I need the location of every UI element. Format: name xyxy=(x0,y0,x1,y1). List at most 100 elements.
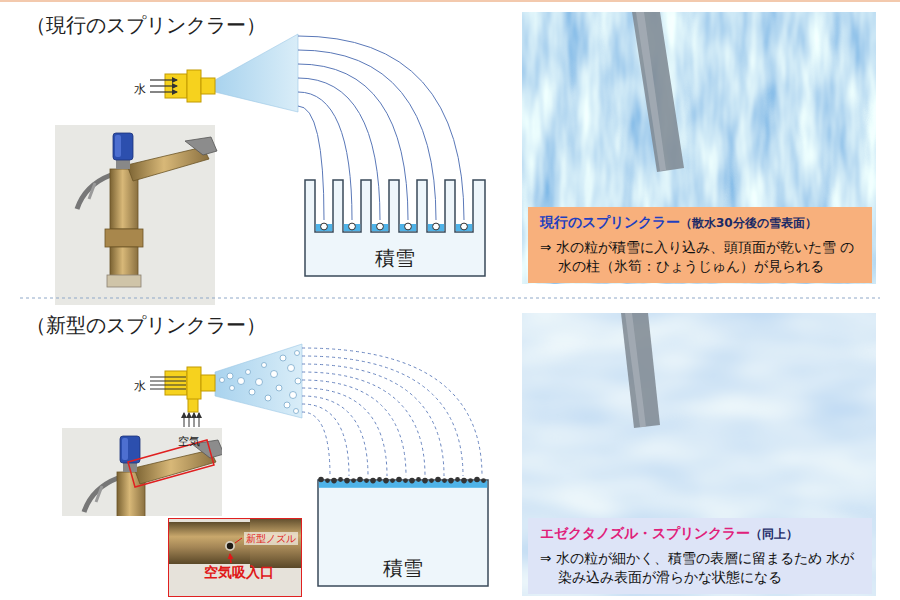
fine-drop xyxy=(338,477,343,482)
fine-drop xyxy=(344,478,350,484)
label-slot: 水 xyxy=(134,78,146,97)
fine-spray-arcs-part xyxy=(302,412,330,476)
water-pool xyxy=(428,224,444,231)
divider xyxy=(20,298,880,299)
fine-drop xyxy=(455,477,460,482)
fine-drop xyxy=(474,477,480,483)
water-drop xyxy=(377,223,384,230)
current-nozzle-figure-part xyxy=(215,34,298,112)
snow-block-outline xyxy=(318,480,488,586)
snow-photo xyxy=(522,12,876,284)
ejector-nozzle-figure-part-part xyxy=(294,409,299,414)
water-drop xyxy=(405,223,412,230)
fine-drop xyxy=(318,477,324,483)
nozzle-closeup-photo-part xyxy=(168,518,302,597)
fine-spray-arcs-part xyxy=(302,348,482,476)
ejector-nozzle-figure-part-part xyxy=(249,389,255,395)
snow-box: 積雪 xyxy=(318,480,488,586)
ejector-nozzle-figure-part xyxy=(165,371,187,395)
sprinkler-photo-part xyxy=(84,436,222,516)
fine-drop xyxy=(331,478,337,484)
fine-drop xyxy=(416,477,421,482)
inset-photo-frame: 新型ノズル空気吸入口 xyxy=(168,518,302,597)
node-text: 空気吸入口 xyxy=(204,564,274,581)
fine-drop xyxy=(370,478,376,484)
water-pool xyxy=(344,224,360,231)
node-text: （散水30分後の雪表面） xyxy=(680,216,817,230)
ejector-nozzle-figure-part-part xyxy=(276,385,282,391)
node-text: ⇒ 水の粒が細かく、積雪の表層に留まるため 水が染み込み表面が滑らかな状態になる xyxy=(540,549,862,588)
ejector-nozzle-figure-part-part xyxy=(280,355,286,361)
water-drop xyxy=(349,223,356,230)
ejector-nozzle-figure-part xyxy=(150,381,186,382)
ejector-nozzle-figure-part xyxy=(194,413,195,427)
sprinkler-photo-part-part xyxy=(84,436,222,516)
fine-drop xyxy=(468,478,473,483)
node-text: 積雪 xyxy=(383,556,423,580)
ejector-nozzle-figure-part xyxy=(184,413,185,427)
fine-drop xyxy=(403,478,408,483)
ejector-nozzle-figure-part xyxy=(199,413,200,427)
flow-label: 空気 xyxy=(178,435,200,448)
fine-drop xyxy=(325,478,330,483)
fine-spray-arcs-part xyxy=(302,356,463,476)
spray-arcs xyxy=(298,36,464,220)
water-pool xyxy=(400,224,416,231)
fine-spray-arcs-part xyxy=(302,388,387,476)
current-nozzle-figure-part xyxy=(150,79,177,80)
ejector-nozzle-figure-part xyxy=(150,377,186,378)
water-pool xyxy=(372,224,388,231)
ejector-nozzle-figure-part-part xyxy=(227,373,233,379)
snow-photo-part xyxy=(522,12,876,284)
nozzle-closeup-photo-part xyxy=(235,538,242,543)
nozzle-closeup-photo-part xyxy=(227,543,233,549)
ejector-nozzle-figure-part-part xyxy=(295,378,301,384)
snow-photo-part xyxy=(636,12,666,171)
current-nozzle-figure-part xyxy=(150,91,177,92)
fine-drop xyxy=(422,478,428,484)
fine-drop xyxy=(429,478,434,483)
ejector-nozzle-figure-part-part xyxy=(290,392,297,399)
node-text: （同上） xyxy=(750,527,798,541)
current-nozzle-figure-part xyxy=(201,78,215,94)
caption-box: エゼクタノズル・スプリンクラー（同上）⇒ 水の粒が細かく、積雪の表層に留まるため… xyxy=(528,518,872,594)
ejector-nozzle-figure-part xyxy=(215,344,302,418)
fine-drop xyxy=(390,478,395,483)
snow-photo-part xyxy=(632,12,684,172)
snow-photo-part xyxy=(522,313,876,596)
fine-spray-arcs-part xyxy=(302,372,425,476)
ejector-nozzle-figure-part-part xyxy=(284,402,290,408)
snow-box: 積雪 xyxy=(305,178,485,276)
ejector-nozzle-figure-part-part xyxy=(230,386,235,391)
fine-drop xyxy=(364,478,369,483)
water-drop xyxy=(433,223,440,230)
water-pool xyxy=(316,224,332,231)
ejector-nozzle-figure-part-part xyxy=(295,351,300,356)
node-text: 積雪 xyxy=(375,246,415,270)
label-slot: 空気 xyxy=(178,430,200,449)
fine-spray-arcs-part xyxy=(302,396,368,476)
sprinkler-photo-part xyxy=(128,440,214,487)
top-rule xyxy=(0,0,900,2)
label-slot: （現行のスプリンクラー） xyxy=(26,13,266,37)
section-heading: （新型のスプリンクラー） xyxy=(26,313,266,337)
nozzle-closeup-photo-part xyxy=(230,554,231,563)
fine-drop xyxy=(435,477,441,483)
ejector-nozzle-figure-part xyxy=(150,385,186,386)
current-nozzle-figure-part xyxy=(187,70,201,102)
water-drop xyxy=(321,223,328,230)
water-pool xyxy=(456,224,472,231)
snow-photo-part xyxy=(625,313,646,427)
current-nozzle-figure xyxy=(150,34,298,112)
spray-arcs-part xyxy=(298,36,464,220)
fine-drop xyxy=(377,477,382,482)
snow-photo-part xyxy=(621,313,660,428)
flow-label: 水 xyxy=(134,82,146,96)
ejector-nozzle-figure-part xyxy=(150,389,186,390)
ejector-nozzle-figure-part-part xyxy=(220,378,225,383)
snow-photo xyxy=(522,313,876,596)
fine-drop xyxy=(351,478,356,483)
fine-drop xyxy=(448,478,454,484)
fine-drop xyxy=(383,478,389,484)
